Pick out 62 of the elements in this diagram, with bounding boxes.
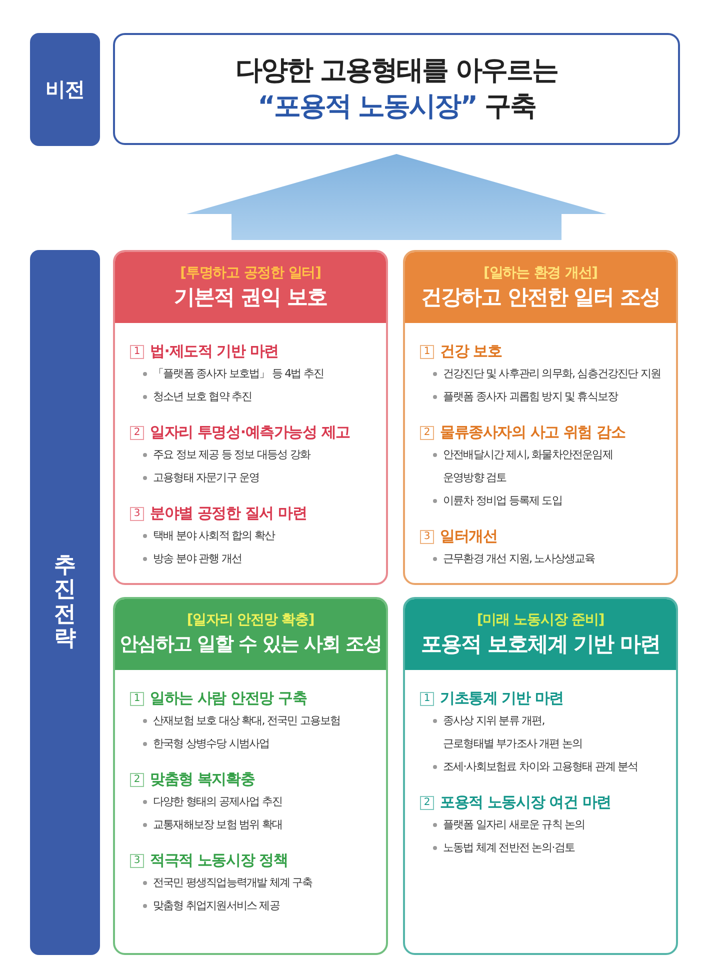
bullet-text: 전국민 평생직업능력개발 체계 구축 — [153, 875, 312, 891]
bullet-text: 택배 분야 사회적 합의 확산 — [153, 528, 274, 544]
card-subtitle: [미래 노동시장 준비] — [476, 611, 604, 630]
bullet-text: 안전배달시간 제시, 화물차안전운임제 운영방향 검토 — [443, 447, 614, 486]
vision-statement: 다양한 고용형태를 아우르는 “포용적 노동시장” 구축 — [234, 54, 558, 124]
bullet-text: 방송 분야 관행 개선 — [153, 551, 242, 567]
row-label-tab — [30, 33, 100, 146]
row-label-bar — [30, 250, 100, 955]
section-number: 2 — [420, 426, 434, 440]
section-heading: 법·제도적 기반 마련 — [150, 342, 278, 361]
bullet-text: 주요 정보 제공 등 정보 대등성 강화 — [153, 447, 310, 463]
bullet-text: 다양한 형태의 공제사업 추진 — [153, 794, 282, 810]
row-label-text: 비전 — [46, 76, 84, 103]
section-number: 1 — [420, 344, 434, 358]
bullet-text: 노동법 체계 전반전 논의·검토 — [443, 840, 575, 856]
strategy-card — [403, 250, 678, 585]
section-number: 1 — [130, 344, 144, 358]
bullet-text: 조세·사회보험료 차이와 고용형태 관계 분석 — [443, 759, 638, 775]
section-heading: 맞춤형 복지확충 — [150, 770, 255, 789]
section-number: 2 — [130, 772, 144, 786]
section-heading: 물류종사자의 사고 위험 감소 — [440, 423, 626, 442]
bullet-text: 건강진단 및 사후관리 의무화, 심층건강진단 지원 — [443, 366, 661, 382]
section-number: 3 — [130, 854, 144, 868]
section-number: 2 — [130, 426, 144, 440]
bullet-text: 플랫폼 종사자 괴롭힘 방지 및 휴식보장 — [443, 389, 618, 405]
section-number: 1 — [130, 692, 144, 706]
section-heading: 기초통계 기반 마련 — [440, 689, 564, 708]
card-title: 기본적 권익 보호 — [174, 284, 327, 311]
block-arrow — [186, 154, 606, 240]
section-number: 3 — [420, 530, 434, 544]
section-heading: 적극적 노동시장 정책 — [150, 851, 288, 870]
bullet-text: 맞춤형 취업지원서비스 제공 — [153, 898, 280, 914]
bullet-text: 고용형태 자문기구 운영 — [153, 470, 260, 486]
section-heading: 일하는 사람 안전망 구축 — [150, 689, 307, 708]
card-title: 건강하고 안전한 일터 조성 — [421, 284, 660, 311]
card-title: 포용적 보호체계 기반 마련 — [421, 631, 660, 658]
section-heading: 일터개선 — [440, 527, 498, 546]
section-heading: 포용적 노동시장 여건 마련 — [440, 793, 611, 812]
card-title: 안심하고 일할 수 있는 사회 조성 — [119, 632, 382, 657]
strategy-card — [113, 250, 388, 585]
bullet-text: 청소년 보호 협약 추진 — [153, 389, 252, 405]
card-subtitle: [일자리 안전망 확충] — [186, 611, 314, 630]
strategy-card — [113, 597, 388, 955]
bullet-text: 이륜차 정비업 등록제 도입 — [443, 493, 562, 509]
row-label-text: 추진전략 — [54, 554, 76, 651]
vision-box — [113, 33, 680, 145]
card-subtitle: [일하는 환경 개선] — [484, 264, 598, 283]
section-heading: 분야별 공정한 질서 마련 — [150, 504, 307, 523]
section-heading: 일자리 투명성·예측가능성 제고 — [150, 423, 350, 442]
section-number: 1 — [420, 692, 434, 706]
section-heading: 건강 보호 — [440, 342, 502, 361]
section-number: 2 — [420, 796, 434, 810]
bullet-text: 종사상 지위 분류 개편, 근로형태별 부가조사 개편 논의 — [443, 713, 583, 752]
section-number: 3 — [130, 506, 144, 520]
bullet-text: 근무환경 개선 지원, 노사상생교육 — [443, 551, 595, 567]
bullet-text: 한국형 상병수당 시범사업 — [153, 736, 270, 752]
bullet-text: 플랫폼 일자리 새로운 규칙 논의 — [443, 817, 585, 833]
bullet-text: 「플랫폼 종사자 보호법」 등 4법 추진 — [153, 366, 324, 382]
bullet-text: 교통재해보장 보험 범위 확대 — [153, 817, 282, 833]
card-subtitle: [투명하고 공정한 일터] — [180, 264, 321, 283]
strategy-card — [403, 597, 678, 955]
bullet-text: 산재보험 보호 대상 확대, 전국민 고용보험 — [153, 713, 340, 729]
